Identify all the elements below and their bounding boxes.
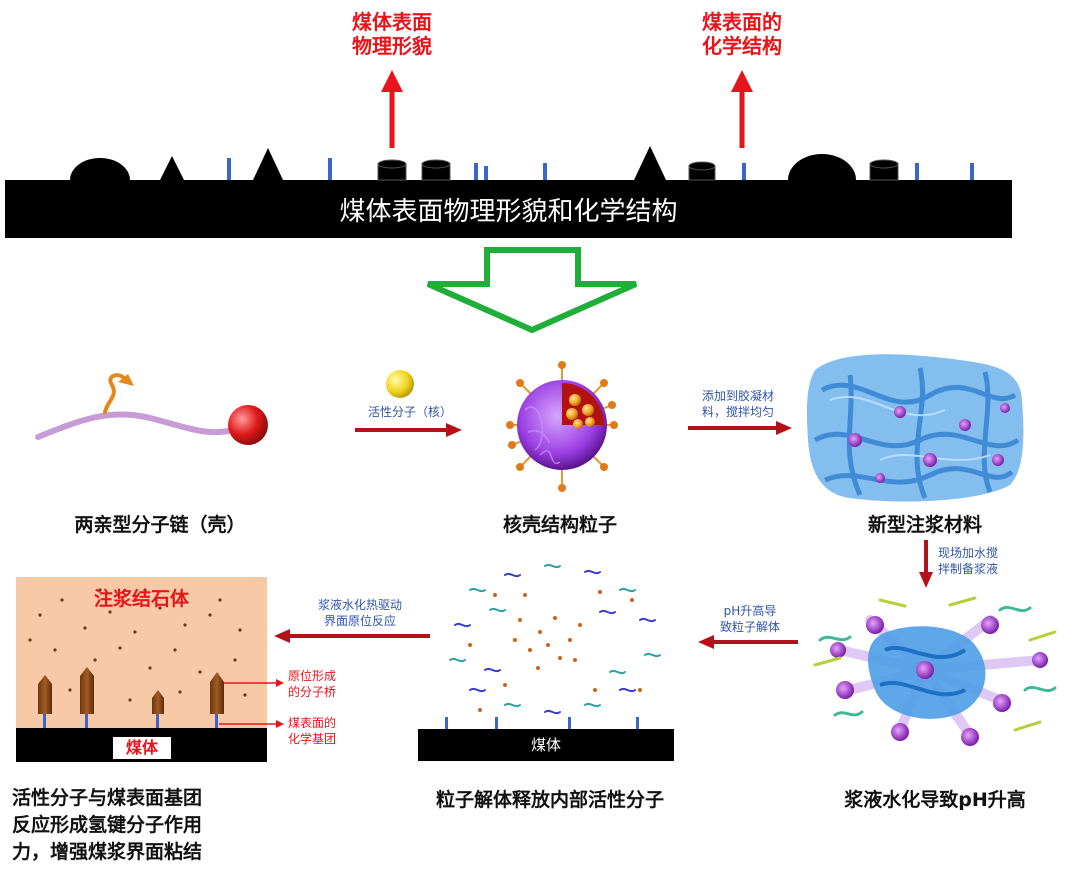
mix-water-label: 现场加水搅 拌制备浆液 (938, 545, 1018, 577)
molecular-bridge-label: 原位形成 的分子桥 (288, 668, 378, 700)
arrow-cement-label: 添加到胶凝材 料，搅拌均匀 (690, 388, 786, 420)
caption-core-shell: 核壳结构粒子 (502, 514, 617, 536)
arrow-add-core (355, 423, 462, 437)
label-chemical-structure: 煤表面的 化学结构 (680, 10, 804, 58)
heat-arrow-label: 浆液水化热驱动 界面原位反应 (290, 597, 430, 629)
ph-arrow-label-line2: 致粒子解体 (719, 620, 780, 634)
released-molecules (449, 563, 661, 715)
mix-water-label-line2: 拌制备浆液 (938, 562, 999, 576)
caption-interface-line2: 反应形成氢键分子作用 (12, 814, 203, 836)
grouting-stone-label: 注浆结石体 (93, 588, 189, 610)
label-chemical-line2: 化学结构 (702, 34, 782, 58)
arrow-core-label: 活性分子（核） (367, 405, 452, 419)
arrow-mix-water (919, 540, 933, 588)
arrow-ph-rise (698, 635, 798, 649)
arrow-add-to-cement (688, 421, 792, 435)
active-molecule-core-ball (386, 370, 414, 398)
coal-label-mid: 煤体 (530, 736, 561, 754)
hydrated-slurry (813, 596, 1057, 746)
chemical-groups-label: 煤表面的 化学基团 (288, 715, 378, 747)
caption-interface-line1: 活性分子与煤表面基团 (12, 787, 203, 809)
caption-particle-disintegration: 粒子解体释放内部活性分子 (435, 789, 664, 811)
molecular-bridge-label-line2: 的分子桥 (288, 685, 337, 699)
arrow-cement-label-line2: 料，搅拌均匀 (701, 405, 774, 419)
mix-water-label-line1: 现场加水搅 (938, 546, 999, 560)
caption-grouting-material: 新型注浆材料 (867, 514, 982, 536)
up-arrow-physical (381, 70, 403, 148)
core-shell-particle (506, 361, 618, 492)
label-chemical-line1: 煤表面的 (702, 10, 782, 34)
coal-label-left: 煤体 (125, 738, 158, 757)
chemical-groups-label-line1: 煤表面的 (288, 716, 337, 730)
molecular-bridge-label-line1: 原位形成 (288, 669, 337, 683)
coal-block-mid (418, 717, 674, 761)
heat-arrow-label-line2: 界面原位反应 (323, 614, 396, 628)
surface-features (70, 146, 974, 181)
ph-arrow-label: pH升高导 致粒子解体 (702, 603, 798, 635)
ph-arrow-label-line1: pH升高导 (723, 604, 777, 618)
surface-bar-title: 煤体表面物理形貌和化学结构 (339, 197, 678, 227)
heat-arrow-label-line1: 浆液水化热驱动 (317, 598, 402, 612)
arrow-cement-label-line1: 添加到胶凝材 (701, 389, 774, 403)
caption-amphiphilic-chain: 两亲型分子链（壳） (74, 514, 246, 536)
up-arrow-chemical (731, 70, 753, 148)
callout-lines (219, 679, 284, 728)
chemical-groups-label-line2: 化学基团 (288, 732, 337, 746)
label-physical-line2: 物理形貌 (352, 34, 432, 58)
grouting-material-network (806, 354, 1024, 502)
grouting-stone-panel (16, 577, 267, 762)
caption-slurry-hydration: 浆液水化导致pH升高 (844, 789, 1026, 811)
amphiphilic-chain (35, 373, 268, 445)
green-down-arrow (426, 247, 638, 334)
caption-interface-bonding: 活性分子与煤表面基团 反应形成氢键分子作用 力，增强煤浆界面粘结 (12, 785, 277, 866)
arrow-hydration-heat (274, 629, 430, 643)
label-physical-line1: 煤体表面 (352, 10, 432, 34)
label-physical-morphology: 煤体表面 物理形貌 (330, 10, 454, 58)
caption-interface-line3: 力，增强煤浆界面粘结 (12, 841, 203, 863)
coal-surface-bar (5, 180, 1012, 238)
